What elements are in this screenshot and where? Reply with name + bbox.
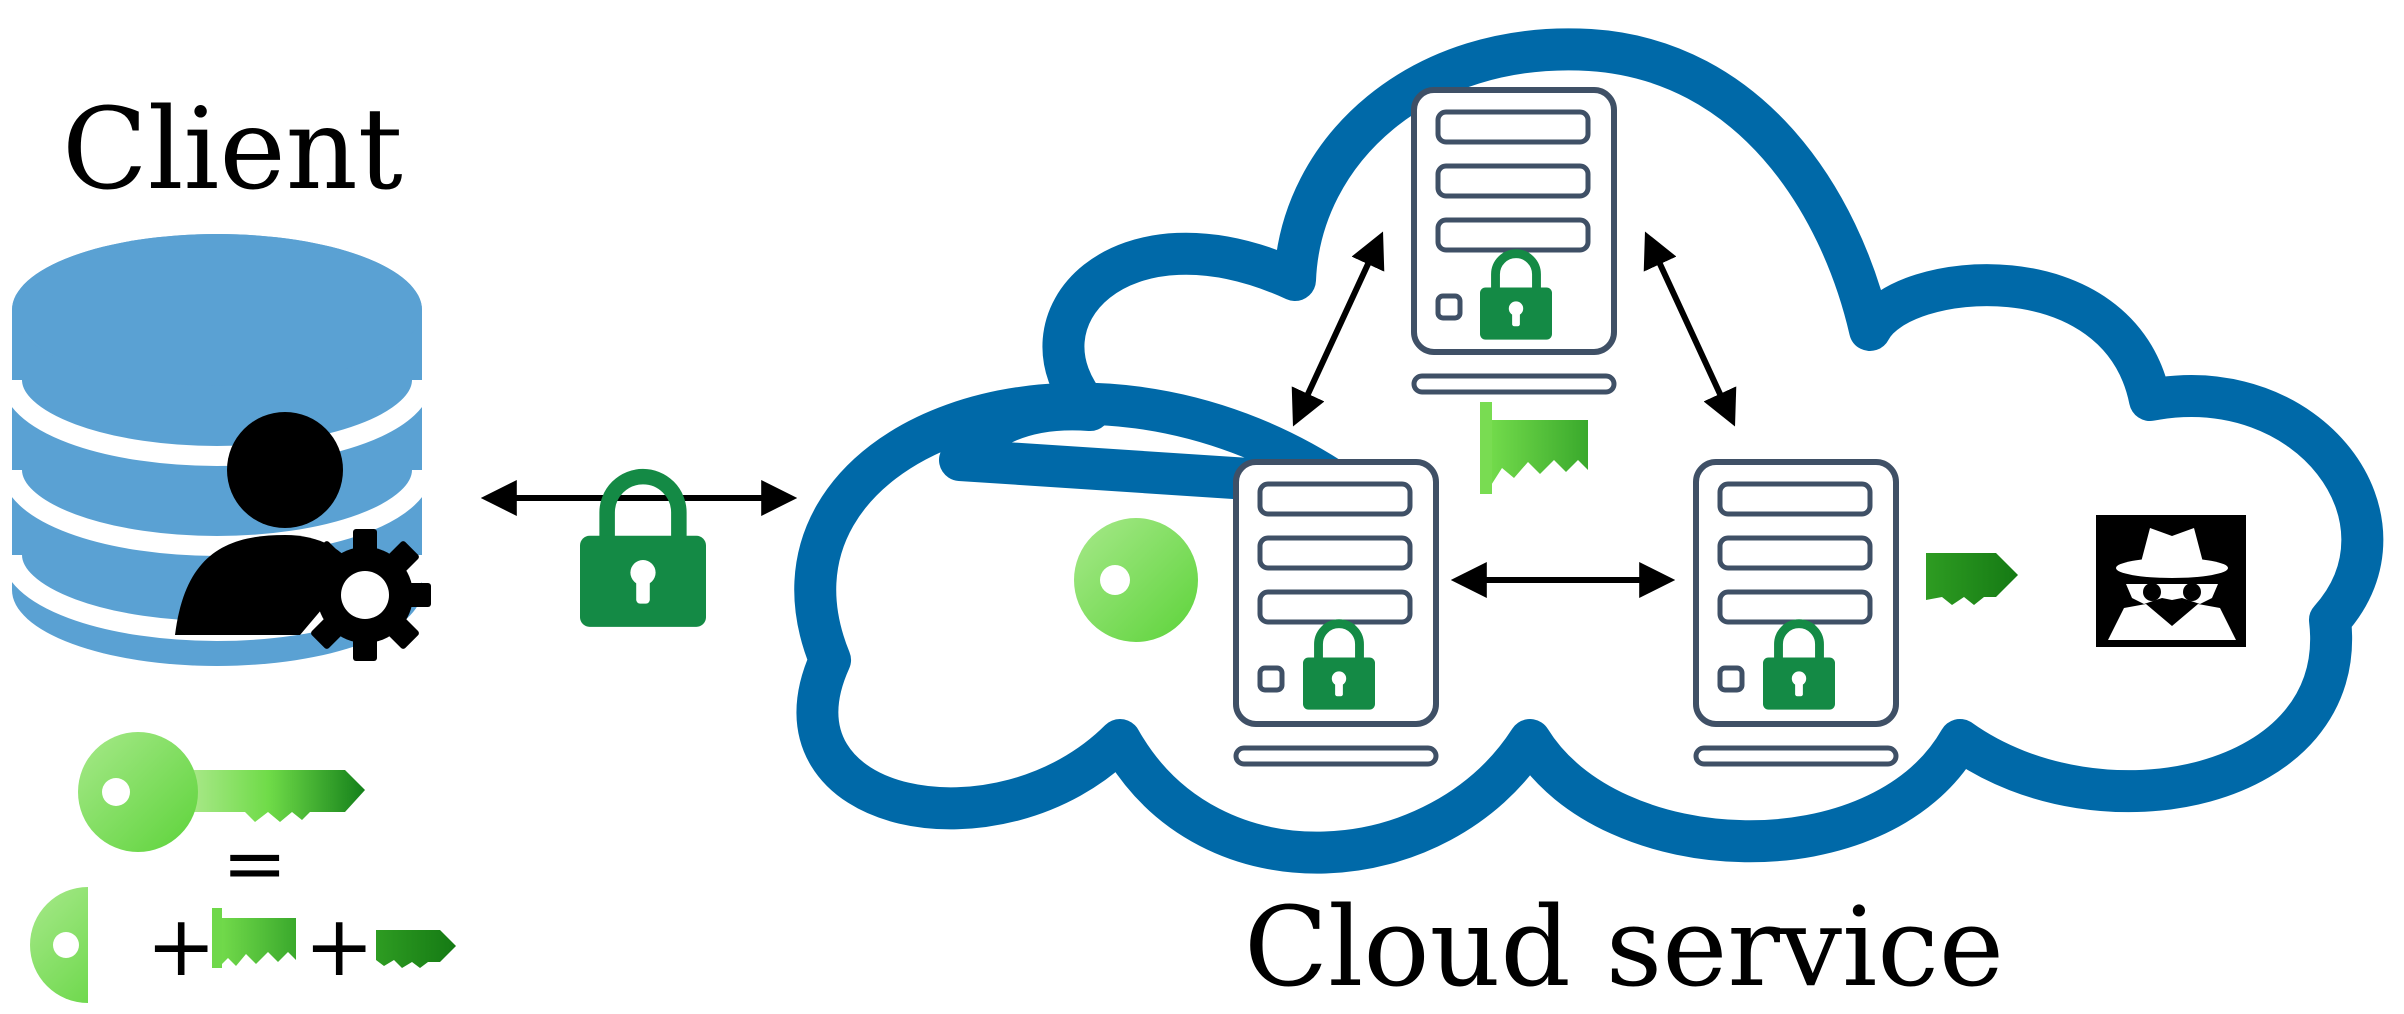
equation-plus-1: + <box>146 897 216 995</box>
equation-equals: = <box>222 819 287 909</box>
full-key-icon <box>78 732 365 852</box>
cloud-key-middle-fragment-icon <box>1480 402 1588 494</box>
user-icon <box>175 412 355 635</box>
server-right <box>1696 462 1896 764</box>
spy-icon <box>2096 515 2246 647</box>
key-head-fragment-icon <box>30 880 148 1010</box>
server-top <box>1414 90 1614 392</box>
cloud-key-head-fragment-icon <box>1074 510 1228 650</box>
top-left-server-arrow <box>1291 231 1385 427</box>
key-middle-fragment-icon <box>212 908 296 968</box>
cloud-key-tip-fragment-icon <box>1926 553 2018 605</box>
cloud-icon <box>794 28 2384 874</box>
key-tip-fragment-icon <box>376 930 456 968</box>
cloud-title: Cloud service <box>1244 883 2004 1011</box>
gear-icon <box>299 529 431 661</box>
top-right-server-arrow <box>1643 231 1737 427</box>
client-title: Client <box>62 85 403 215</box>
equation-plus-2: + <box>304 897 374 995</box>
server-left <box>1236 462 1436 764</box>
